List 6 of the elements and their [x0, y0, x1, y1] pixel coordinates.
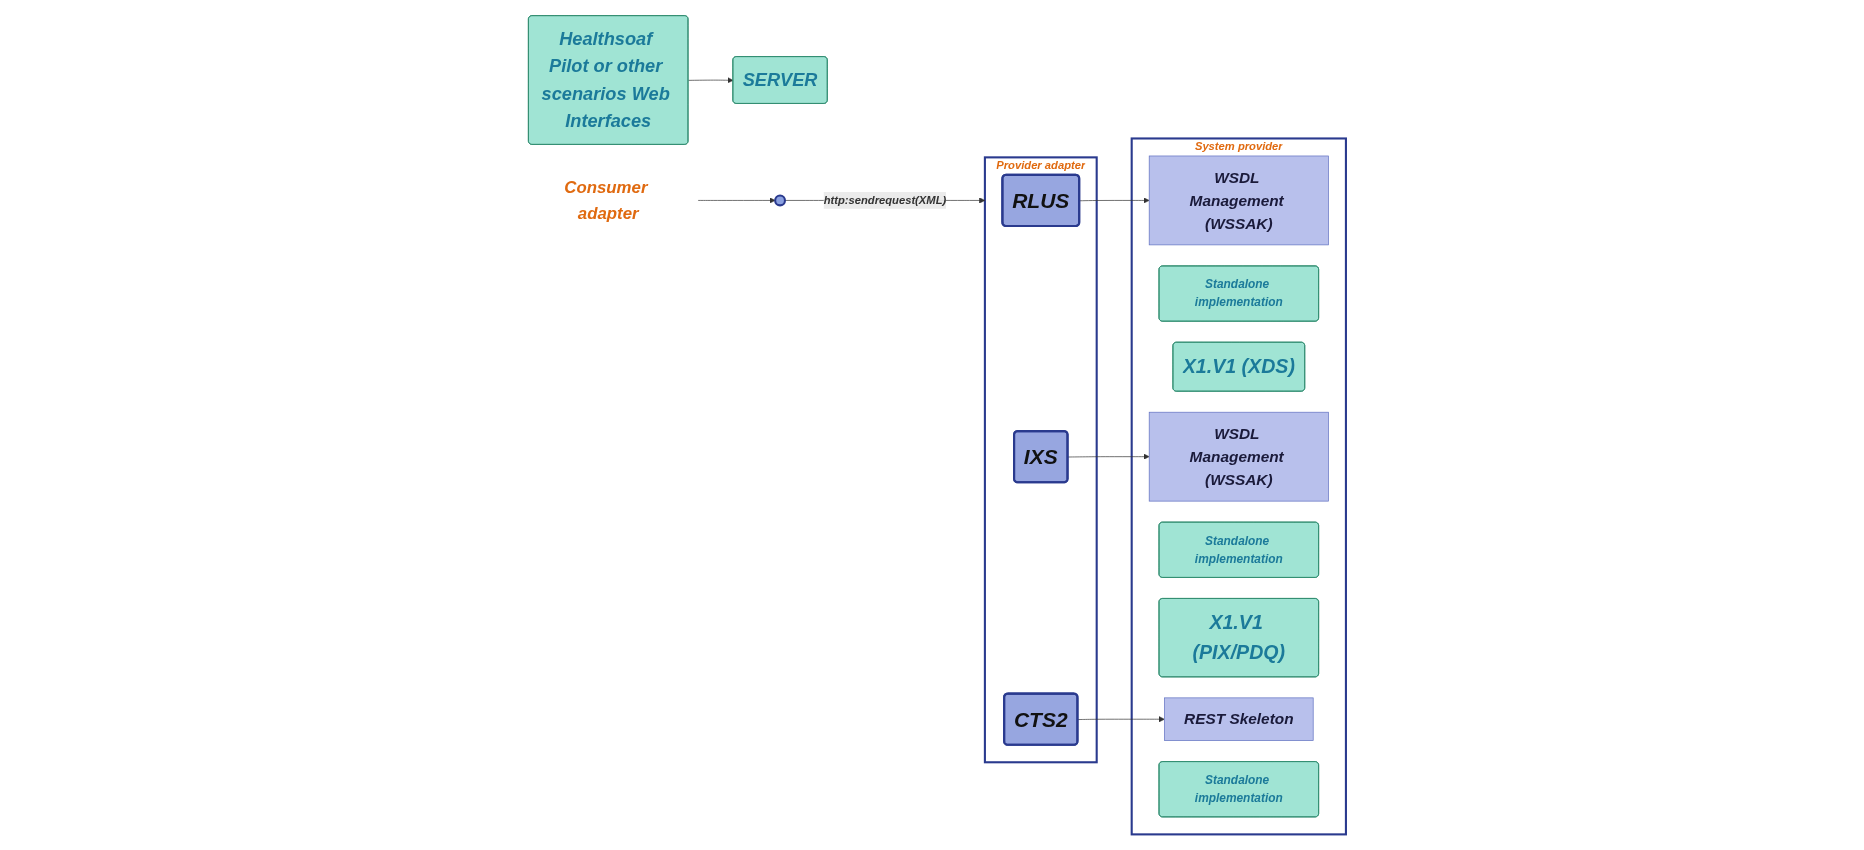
node-box: WSDL Management (WSSAK): [1148, 155, 1329, 246]
node-box: REST Skeleton: [1163, 697, 1314, 741]
node-text: Consumer adapter: [564, 178, 648, 223]
node-box: WSDL Management (WSSAK): [1148, 411, 1329, 502]
edge-label: http:sendrequest(XML): [823, 194, 946, 207]
node-circle: [773, 194, 786, 207]
